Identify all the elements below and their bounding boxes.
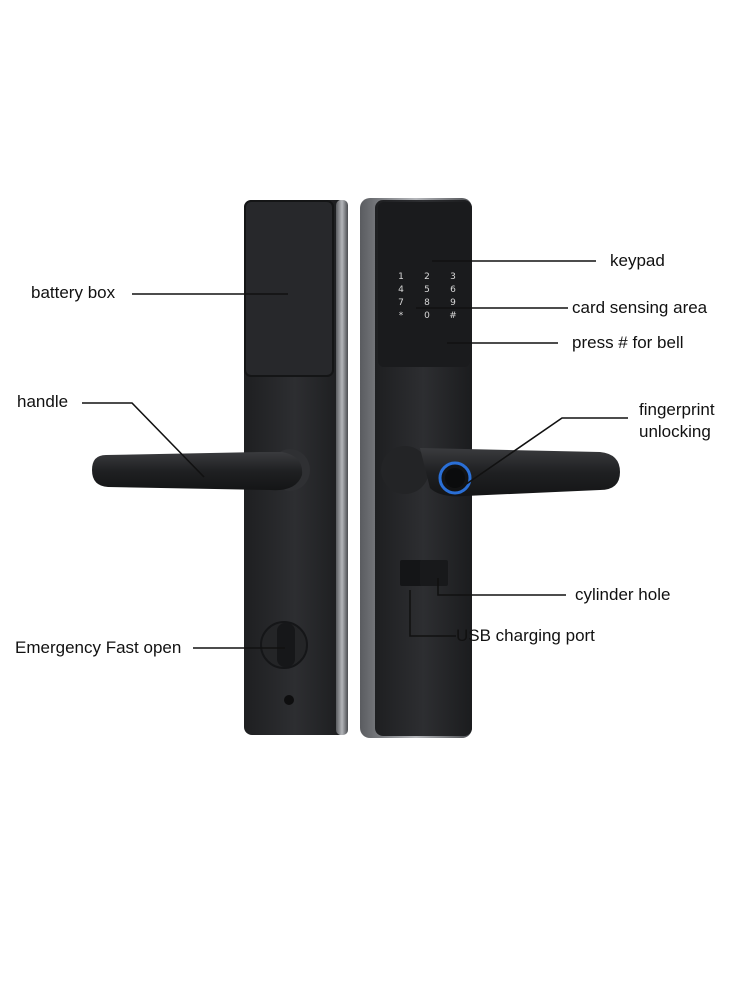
key-6: 6	[450, 285, 456, 295]
pointer-lines	[82, 260, 628, 649]
key-star: *	[398, 311, 404, 321]
key-4: 4	[398, 285, 404, 295]
outer-lock-body	[360, 198, 620, 738]
keyhole	[284, 695, 294, 705]
key-3: 3	[450, 272, 456, 282]
outer-handle	[381, 446, 620, 497]
label-battery-box: battery box	[31, 283, 116, 302]
label-press-hash-for-bell: press # for bell	[572, 333, 684, 352]
label-fingerprint: fingerprint	[639, 400, 715, 419]
key-8: 8	[424, 298, 430, 308]
emergency-knob	[260, 621, 308, 669]
key-9: 9	[450, 298, 456, 308]
cylinder-cover	[420, 560, 448, 586]
usb-port-cover	[400, 560, 422, 586]
label-card-sensing-area: card sensing area	[572, 298, 708, 317]
key-0: 0	[424, 311, 430, 321]
inner-lock-body	[92, 200, 348, 735]
keypad-panel	[378, 202, 470, 367]
label-emergency-fast-open: Emergency Fast open	[15, 638, 182, 657]
key-hash: #	[449, 311, 457, 321]
key-1: 1	[398, 272, 404, 282]
key-2: 2	[424, 272, 430, 282]
keypad-grid: 1 2 3 4 5 6 7 8 9 * 0 #	[390, 272, 462, 352]
inner-handle-lever	[92, 452, 303, 491]
key-5: 5	[424, 285, 430, 295]
label-cylinder-hole: cylinder hole	[575, 585, 671, 604]
label-keypad: keypad	[610, 251, 665, 270]
label-handle: handle	[17, 392, 69, 411]
label-usb-charging-port: USB charging port	[456, 626, 595, 645]
key-7: 7	[398, 298, 404, 308]
battery-box-cover	[244, 200, 334, 377]
label-unlocking: unlocking	[639, 422, 711, 441]
